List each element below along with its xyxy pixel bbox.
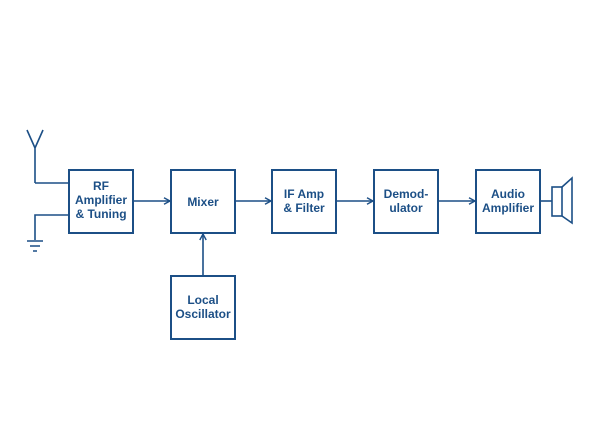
rf-block-label-line2: Amplifier <box>75 193 127 207</box>
mixer-block-label: Mixer <box>187 195 219 209</box>
audio-block-label-line2: Amplifier <box>482 201 534 215</box>
if-block-label-line2: & Filter <box>283 201 325 215</box>
ground-icon <box>27 240 43 252</box>
speaker-icon <box>551 176 573 225</box>
lo-block-label-line1: Local <box>187 293 218 307</box>
rf-block-label-line1: RF <box>93 179 109 193</box>
rf-block-label-line3: & Tuning <box>75 207 126 221</box>
rf-amplifier-tuning-block: RF Amplifier & Tuning <box>68 169 134 234</box>
local-oscillator-block: Local Oscillator <box>170 275 236 340</box>
audio-amplifier-block: Audio Amplifier <box>475 169 541 234</box>
demodulator-block: Demod- ulator <box>373 169 439 234</box>
demod-block-label-line2: ulator <box>389 201 423 215</box>
audio-block-label-line1: Audio <box>491 187 525 201</box>
mixer-block: Mixer <box>170 169 236 234</box>
if-amp-filter-block: IF Amp & Filter <box>271 169 337 234</box>
if-block-label-line1: IF Amp <box>284 187 324 201</box>
lo-block-label-line2: Oscillator <box>175 307 231 321</box>
antenna-icon <box>26 129 44 183</box>
ground-wire <box>34 214 69 240</box>
demod-block-label-line1: Demod- <box>384 187 429 201</box>
